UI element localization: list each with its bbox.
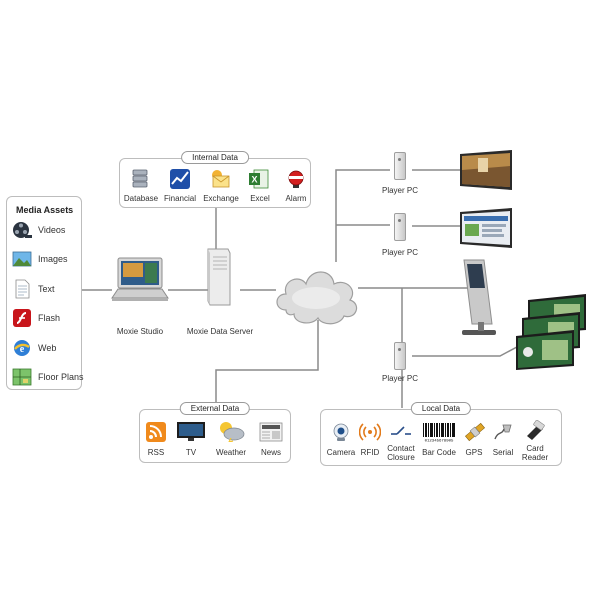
card-reader-icon — [527, 420, 545, 440]
text-document-icon — [15, 279, 30, 299]
database-icon — [132, 169, 148, 188]
local-data-title: Local Data — [410, 402, 472, 415]
player-pc-2 — [394, 213, 406, 241]
excel-icon: X — [249, 169, 269, 189]
rss-icon — [146, 422, 166, 442]
display-screen-web — [460, 208, 512, 248]
financial-label: Financial — [163, 194, 196, 203]
laptop-icon — [111, 257, 169, 301]
alarm-icon — [288, 170, 304, 188]
display-screens-stack — [516, 294, 586, 370]
moxie-studio-label: Moxie Studio — [116, 327, 164, 336]
display-screen-lobby — [460, 150, 512, 190]
player-pc-3 — [394, 342, 406, 370]
media-item-web: e Web — [12, 338, 92, 362]
media-item-floor-plans: Floor Plans — [12, 367, 92, 391]
barcode-icon: 012345678905 — [422, 422, 456, 442]
images-label: Images — [38, 254, 68, 264]
contact-closure-icon — [391, 426, 411, 435]
gps-label: GPS — [465, 448, 483, 457]
serial-cable-icon — [494, 424, 512, 440]
player-pc-1-label: Player PC — [381, 186, 418, 195]
camera-label: Camera — [326, 448, 356, 457]
image-icon — [12, 251, 32, 267]
newspaper-icon — [259, 422, 283, 442]
flash-icon — [13, 309, 31, 327]
player-pc-3-label: Player PC — [381, 374, 418, 383]
card-reader-label: Card Reader — [521, 444, 549, 462]
camera-icon — [333, 423, 349, 441]
rfid-label: RFID — [360, 448, 380, 457]
database-label: Database — [123, 194, 159, 203]
flash-label: Flash — [38, 313, 61, 323]
media-item-flash: Flash — [12, 308, 92, 332]
web-label: Web — [38, 343, 57, 353]
player-pc-2-label: Player PC — [381, 248, 418, 257]
serial-label: Serial — [492, 448, 514, 457]
external-data-title: External Data — [179, 402, 251, 415]
web-globe-icon: e — [14, 340, 30, 356]
tv-label: TV — [185, 448, 197, 457]
kiosk-stand — [462, 259, 496, 335]
news-label: News — [260, 448, 281, 457]
gps-satellite-icon — [464, 422, 486, 442]
film-reel-icon — [13, 222, 32, 238]
videos-label: Videos — [38, 225, 66, 235]
media-assets-title: Media Assets — [16, 205, 74, 215]
contact-closure-label: Contact Closure — [387, 444, 415, 462]
tv-icon — [177, 422, 205, 441]
floor-plans-label: Floor Plans — [38, 372, 84, 382]
player-pc-1 — [394, 152, 406, 180]
text-label: Text — [38, 284, 55, 294]
media-item-text: Text — [12, 279, 92, 303]
svg-text:e: e — [20, 344, 25, 355]
barcode-digits: 012345678905 — [425, 440, 454, 443]
weather-icon — [220, 422, 245, 442]
alarm-label: Alarm — [285, 194, 307, 203]
bar-code-label: Bar Code — [422, 448, 456, 457]
media-item-videos: Videos — [12, 220, 92, 244]
exchange-envelope-icon — [212, 170, 230, 188]
financial-chart-icon — [170, 169, 190, 189]
internal-data-title: Internal Data — [181, 151, 249, 164]
moxie-data-server-label: Moxie Data Server — [186, 327, 254, 336]
media-item-images: Images — [12, 249, 92, 273]
weather-label: Weather — [215, 448, 247, 457]
rss-label: RSS — [147, 448, 165, 457]
floor-plan-icon — [12, 368, 32, 386]
svg-text:X: X — [251, 175, 257, 185]
cloud-icon — [276, 271, 358, 325]
excel-label: Excel — [250, 194, 270, 203]
exchange-label: Exchange — [203, 194, 239, 203]
server-tower-icon — [207, 248, 231, 306]
rfid-icon — [359, 423, 381, 441]
